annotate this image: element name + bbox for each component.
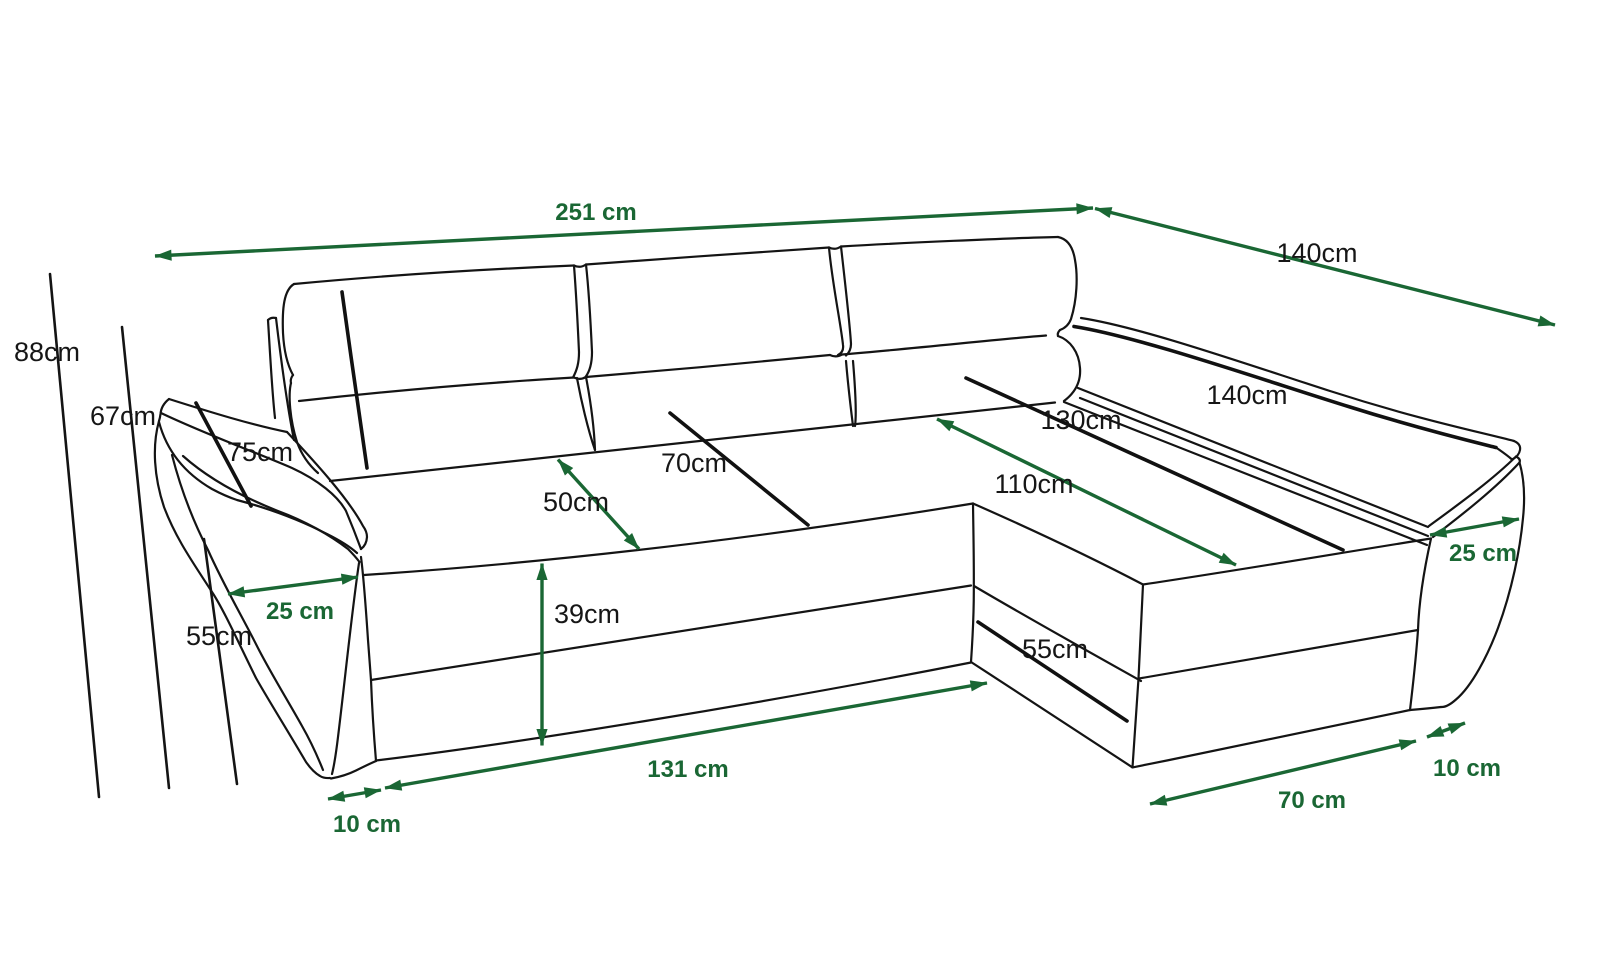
svg-text:131 cm: 131 cm <box>647 756 728 783</box>
svg-text:140cm: 140cm <box>1276 238 1357 268</box>
svg-text:75cm: 75cm <box>227 437 293 467</box>
svg-text:251 cm: 251 cm <box>555 199 636 226</box>
svg-text:70 cm: 70 cm <box>1278 787 1346 814</box>
svg-text:55cm: 55cm <box>186 621 252 651</box>
svg-text:140cm: 140cm <box>1206 380 1287 410</box>
svg-text:67cm: 67cm <box>90 401 156 431</box>
svg-text:25 cm: 25 cm <box>1449 540 1517 567</box>
svg-text:39cm: 39cm <box>554 599 620 629</box>
svg-text:50cm: 50cm <box>543 487 609 517</box>
svg-text:88cm: 88cm <box>14 337 80 367</box>
svg-text:130cm: 130cm <box>1040 405 1121 435</box>
svg-text:55cm: 55cm <box>1022 634 1088 664</box>
svg-text:110cm: 110cm <box>994 469 1073 499</box>
svg-text:25 cm: 25 cm <box>266 598 334 625</box>
svg-text:10 cm: 10 cm <box>333 811 401 838</box>
svg-text:10 cm: 10 cm <box>1433 755 1501 782</box>
svg-text:70cm: 70cm <box>661 448 727 478</box>
